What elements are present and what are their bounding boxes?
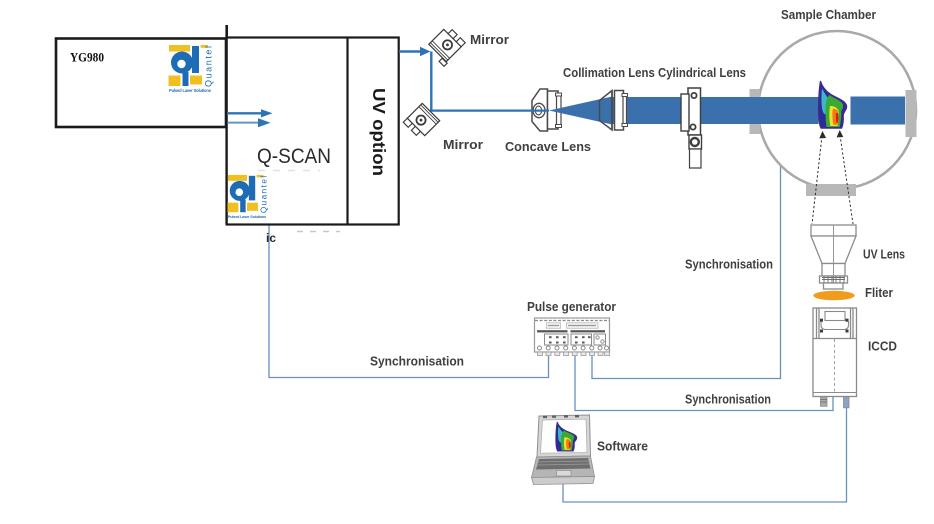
svg-text:ic: ic: [266, 231, 276, 245]
svg-text:Pulse generator: Pulse generator: [527, 300, 616, 314]
svg-text:UV Lens: UV Lens: [863, 248, 905, 262]
svg-text:Sample Chamber: Sample Chamber: [781, 8, 876, 22]
svg-text:Mirror: Mirror: [470, 33, 509, 47]
svg-text:ICCD: ICCD: [868, 340, 897, 354]
svg-text:Synchronisation: Synchronisation: [685, 393, 771, 407]
svg-text:UV option: UV option: [369, 88, 389, 176]
svg-text:Synchronisation: Synchronisation: [370, 355, 464, 369]
svg-text:Q-SCAN: Q-SCAN: [257, 145, 331, 168]
svg-text:Collimation Lens Cylindrical L: Collimation Lens Cylindrical Lens: [563, 66, 746, 80]
svg-text:YG980: YG980: [70, 50, 104, 65]
svg-text:Synchronisation: Synchronisation: [685, 258, 773, 272]
svg-text:Software: Software: [597, 440, 648, 454]
svg-text:Concave Lens: Concave Lens: [505, 140, 591, 154]
svg-text:Fliter: Fliter: [865, 286, 893, 300]
svg-text:Mirror: Mirror: [443, 138, 483, 152]
